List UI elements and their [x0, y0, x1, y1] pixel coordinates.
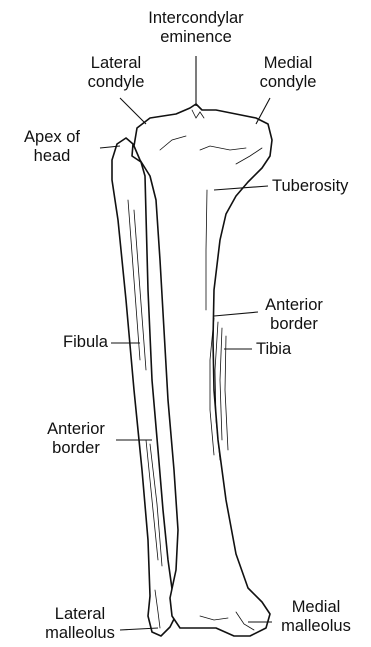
label-lateral-condyle-line2: condyle [66, 73, 166, 92]
label-intercondylar-eminence: Intercondylar eminence [130, 9, 262, 47]
label-anterior-border-tibia: Anterior border [254, 296, 334, 334]
label-medial-malleolus-line2: malleolus [274, 617, 358, 636]
label-medial-condyle-line2: condyle [238, 73, 338, 92]
label-tibia-text: Tibia [256, 340, 291, 359]
label-medial-malleolus: Medial malleolus [274, 598, 358, 636]
label-anterior-border-tibia-line1: Anterior [254, 296, 334, 315]
label-tuberosity: Tuberosity [272, 177, 348, 196]
label-intercondylar-eminence-line1: Intercondylar [130, 9, 262, 28]
label-lateral-malleolus: Lateral malleolus [40, 605, 120, 643]
label-apex-of-head: Apex of head [4, 128, 100, 166]
label-anterior-border-tibia-line2: border [254, 315, 334, 334]
leader-medial-condyle [256, 98, 270, 124]
label-fibula-text: Fibula [40, 333, 108, 352]
label-medial-malleolus-line1: Medial [274, 598, 358, 617]
label-apex-of-head-line2: head [4, 147, 100, 166]
label-tuberosity-text: Tuberosity [272, 177, 348, 196]
label-lateral-malleolus-line1: Lateral [40, 605, 120, 624]
tibia-shading-4 [225, 336, 228, 450]
leader-lateral-condyle [120, 98, 146, 124]
label-anterior-border-fibula-line2: border [36, 439, 116, 458]
label-medial-condyle: Medial condyle [238, 54, 338, 92]
leader-anterior-border-tibia [214, 312, 258, 316]
label-fibula: Fibula [40, 333, 108, 352]
label-lateral-malleolus-line2: malleolus [40, 624, 120, 643]
label-anterior-border-fibula-line1: Anterior [36, 420, 116, 439]
tibia-shading-3 [220, 328, 222, 440]
label-lateral-condyle: Lateral condyle [66, 54, 166, 92]
label-medial-condyle-line1: Medial [238, 54, 338, 73]
label-lateral-condyle-line1: Lateral [66, 54, 166, 73]
label-intercondylar-eminence-line2: eminence [130, 28, 262, 47]
label-apex-of-head-line1: Apex of [4, 128, 100, 147]
label-anterior-border-fibula: Anterior border [36, 420, 116, 458]
label-tibia: Tibia [256, 340, 291, 359]
